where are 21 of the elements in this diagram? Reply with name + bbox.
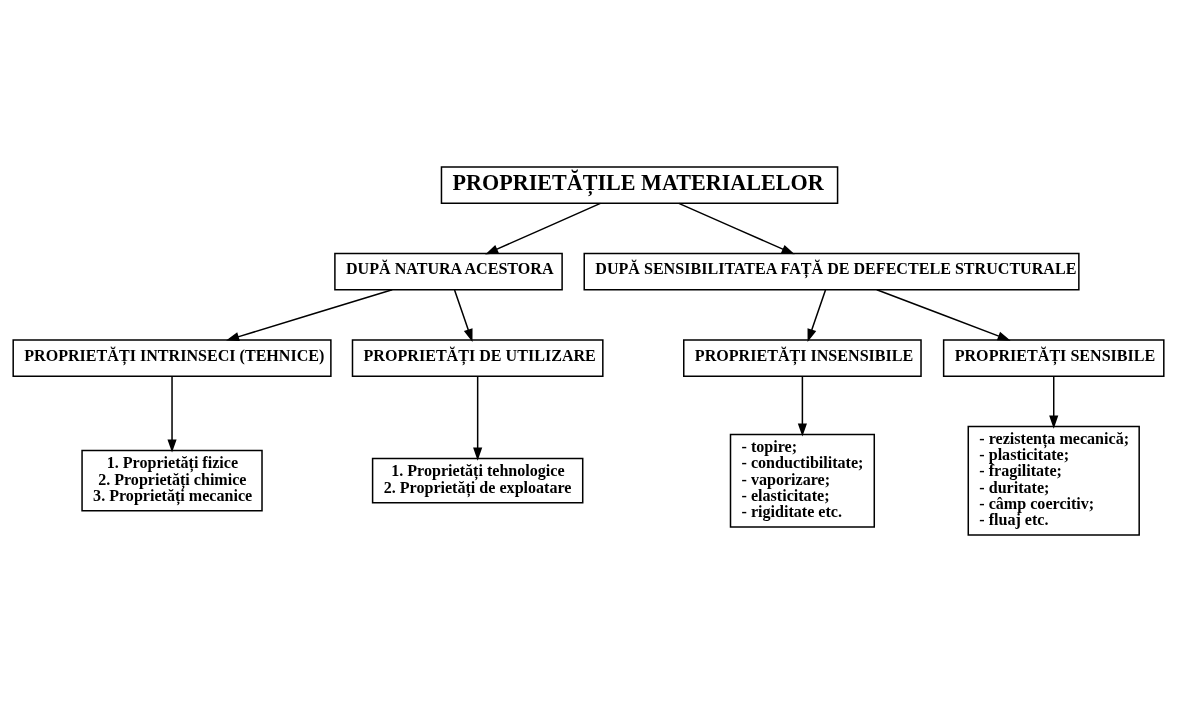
arrow bbox=[485, 202, 602, 255]
node-box: PROPRIETĂȚI INSENSIBILE bbox=[683, 339, 922, 377]
node-box: PROPRIETĂȚILE MATERIALELOR bbox=[440, 166, 839, 204]
arrow bbox=[453, 289, 473, 342]
arrow bbox=[473, 375, 483, 461]
node-box: - rezistența mecanică; - plasticitate; - fragilitate; - duritate; - câmp coercitiv; - fluaj etc. bbox=[967, 425, 1140, 536]
node-box: 1. Proprietăți fizice 2. Proprietăți chimice 3. Proprietăți mecanice bbox=[81, 449, 263, 512]
node-box: 1. Proprietăți tehnologice 2. Proprietăți de exploatare bbox=[371, 457, 584, 504]
node-box: DUPĂ SENSIBILITATEA FAȚĂ DE DEFECTELE STRUCTURALE bbox=[583, 252, 1080, 291]
node-box: PROPRIETĂȚI INTRINSECI (TEHNICE) bbox=[12, 339, 332, 377]
node-box: PROPRIETĂȚI SENSIBILE bbox=[942, 339, 1165, 377]
arrow bbox=[876, 289, 1011, 341]
arrow bbox=[1049, 375, 1059, 429]
arrow bbox=[807, 289, 827, 342]
arrow bbox=[678, 202, 795, 255]
arrow bbox=[797, 375, 807, 437]
node-box: - topire; - conductibilitate; - vaporizare; - elasticitate; - rigiditate etc. bbox=[729, 433, 876, 528]
arrow bbox=[167, 375, 177, 453]
node-box: PROPRIETĂȚI DE UTILIZARE bbox=[351, 339, 604, 377]
node-box: DUPĂ NATURA ACESTORA bbox=[334, 252, 563, 291]
arrow bbox=[226, 289, 393, 342]
